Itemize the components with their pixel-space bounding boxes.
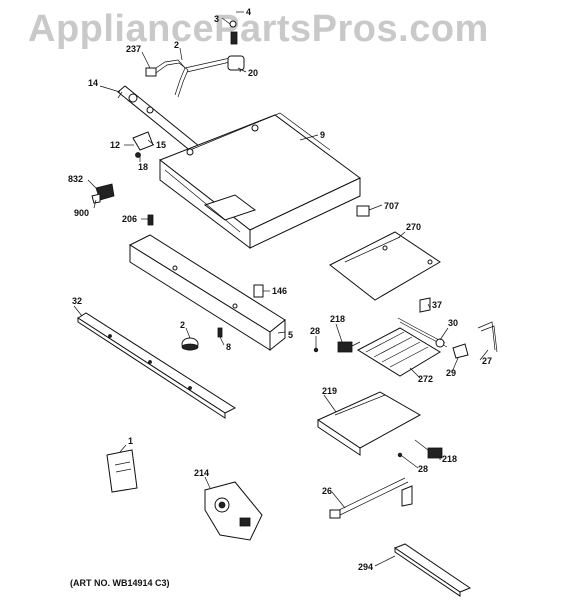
callout-28-upper[interactable]: 28 [310, 326, 320, 336]
part-igniter-218a[interactable] [337, 341, 361, 353]
callout-28-lower[interactable]: 28 [418, 464, 428, 474]
callout-2-knob[interactable]: 2 [180, 320, 185, 330]
part-tube-30[interactable] [397, 317, 448, 348]
callout-270[interactable]: 270 [406, 222, 421, 232]
watermark: AppliancePartsPros.com [28, 8, 489, 50]
callout-30[interactable]: 30 [448, 318, 458, 328]
callout-29[interactable]: 29 [446, 368, 456, 378]
part-tube-26[interactable] [329, 477, 413, 519]
callout-27[interactable]: 27 [482, 356, 492, 366]
part-burner-272[interactable] [356, 327, 441, 377]
part-burner-box-9[interactable] [158, 112, 361, 250]
callout-294[interactable]: 294 [358, 562, 373, 572]
part-valve-214[interactable] [204, 481, 263, 541]
callout-3[interactable]: 3 [214, 14, 219, 24]
part-knob-2[interactable] [181, 337, 199, 351]
part-trim-32[interactable] [77, 312, 237, 419]
callout-2-top[interactable]: 2 [174, 40, 179, 50]
part-block-707[interactable] [356, 205, 370, 217]
art-number: (ART NO. WB14914 C3) [70, 578, 170, 588]
part-screw-8[interactable] [217, 327, 223, 338]
callout-214[interactable]: 214 [194, 468, 209, 478]
part-panel-5[interactable] [128, 234, 286, 352]
callout-labels: 3 4 237 2 20 14 9 12 15 18 832 900 206 7… [68, 7, 492, 572]
callout-4[interactable]: 4 [246, 7, 251, 17]
callout-1[interactable]: 1 [128, 436, 133, 446]
part-screw-3[interactable] [229, 20, 238, 45]
part-pin-28b[interactable] [397, 452, 403, 458]
callout-237[interactable]: 237 [126, 44, 141, 54]
leader-lines [73, 11, 489, 567]
callout-12[interactable]: 12 [110, 140, 120, 150]
callout-26[interactable]: 26 [322, 486, 332, 496]
part-igniter-218b[interactable] [414, 439, 443, 459]
callout-832[interactable]: 832 [68, 174, 83, 184]
callout-5[interactable]: 5 [288, 330, 293, 340]
part-trim-294[interactable] [393, 543, 472, 597]
part-orifice-29[interactable] [452, 343, 469, 359]
callout-707[interactable]: 707 [384, 201, 399, 211]
part-screw-206[interactable] [147, 214, 154, 226]
callout-15[interactable]: 15 [156, 140, 166, 150]
callout-900[interactable]: 900 [74, 208, 89, 218]
callout-219[interactable]: 219 [322, 386, 337, 396]
part-bracket-900[interactable] [91, 183, 115, 204]
part-tubing-top[interactable] [145, 55, 245, 98]
callout-218-lower[interactable]: 218 [442, 454, 457, 464]
callout-146[interactable]: 146 [272, 286, 287, 296]
callout-218-upper[interactable]: 218 [330, 314, 345, 324]
callout-18[interactable]: 18 [138, 162, 148, 172]
callout-8[interactable]: 8 [226, 342, 231, 352]
callout-272[interactable]: 272 [418, 374, 433, 384]
part-shield-270[interactable] [329, 231, 441, 301]
callout-20[interactable]: 20 [248, 68, 258, 78]
part-manual-1[interactable] [106, 449, 138, 493]
part-pin-28a[interactable] [313, 347, 319, 353]
callout-206[interactable]: 206 [122, 214, 137, 224]
callout-14[interactable]: 14 [88, 78, 98, 88]
part-bracket-27[interactable] [477, 321, 498, 353]
callout-9[interactable]: 9 [320, 130, 325, 140]
part-shield-219[interactable] [316, 391, 422, 456]
part-bracket-12[interactable] [132, 131, 154, 158]
part-bracket-37[interactable] [419, 297, 431, 313]
callout-37[interactable]: 37 [432, 300, 442, 310]
part-clip-146[interactable] [253, 284, 264, 298]
callout-32[interactable]: 32 [72, 296, 82, 306]
